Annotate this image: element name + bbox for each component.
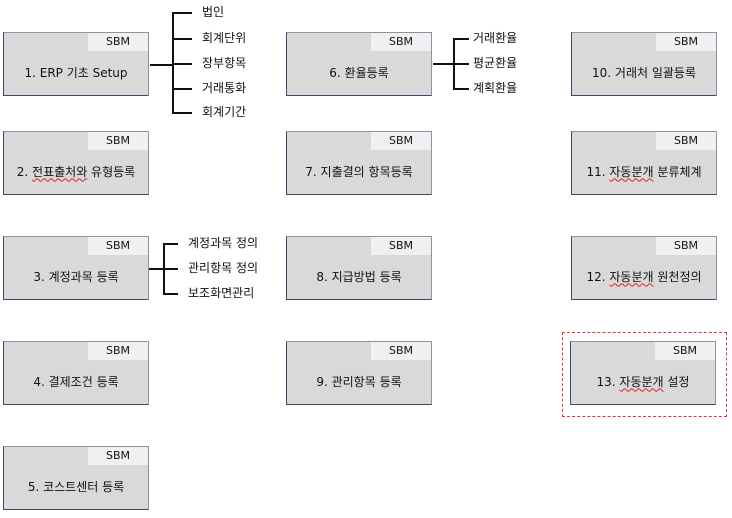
box-label: 7. 지출결의 항목등록 [305,164,413,179]
box-label: 3. 계정과목 등록 [33,269,119,284]
branch-item-erp: 법인 [202,5,225,19]
branch-item-account: 관리항목 정의 [188,261,259,275]
box-label: 5. 코스트센터 등록 [27,479,125,494]
connector [453,63,469,65]
connector [163,293,178,295]
connector [453,88,469,90]
box-cost-center[interactable]: SBM 5. 코스트센터 등록 [3,446,149,510]
box-account-register[interactable]: SBM 3. 계정과목 등록 [3,236,149,300]
box-auto-journal-setting[interactable]: SBM 13. 자동분개 설정 [570,341,716,405]
sbm-tag: SBM [371,237,431,255]
box-vendor-bulk[interactable]: SBM 10. 거래처 일괄등록 [571,32,717,96]
box-label: 11. 자동분개 분류체계 [586,164,702,179]
branch-item-account: 보조화면관리 [188,286,255,300]
sbm-tag: SBM [371,342,431,360]
box-label: 10. 거래처 일괄등록 [592,65,696,80]
box-auto-journal-class[interactable]: SBM 11. 자동분개 분류체계 [571,131,717,195]
box-label: 13. 자동분개 설정 [596,374,690,389]
sbm-tag: SBM [656,237,716,255]
connector [172,12,174,112]
box-settlement-items[interactable]: SBM 7. 지출결의 항목등록 [286,131,432,195]
branch-item-erp: 장부항목 [202,56,247,70]
connector [172,112,192,114]
connector [150,64,172,66]
sbm-tag: SBM [371,33,431,51]
branch-item-fx: 거래환율 [473,31,518,45]
sbm-tag: SBM [88,447,148,465]
box-exchange-rate[interactable]: SBM 6. 환율등록 [286,32,432,96]
connector [433,63,453,65]
box-label: 1. ERP 기초 Setup [24,65,128,80]
sbm-tag: SBM [371,132,431,150]
branch-item-fx: 평균환율 [473,56,518,70]
connector [453,38,469,40]
connector [148,268,163,270]
branch-item-account: 계정과목 정의 [188,236,259,250]
sbm-tag: SBM [88,33,148,51]
box-label: 6. 환율등록 [329,65,389,80]
connector [172,12,192,14]
box-label: 4. 결제조건 등록 [33,374,119,389]
box-auto-journal-source[interactable]: SBM 12. 자동분개 원천정의 [571,236,717,300]
sbm-tag: SBM [88,237,148,255]
sbm-tag: SBM [88,132,148,150]
box-label: 9. 관리항목 등록 [316,374,402,389]
sbm-tag: SBM [88,342,148,360]
box-voucher-source[interactable]: SBM 2. 전표출처와 유형등록 [3,131,149,195]
highlight-dashed-frame [562,332,727,417]
connector [163,268,178,270]
box-label: 8. 지급방법 등록 [316,269,402,284]
box-label: 2. 전표출처와 유형등록 [16,164,136,179]
box-erp-setup[interactable]: SBM 1. ERP 기초 Setup [3,32,149,96]
connector [172,38,192,40]
connector [163,243,178,245]
box-management-items[interactable]: SBM 9. 관리항목 등록 [286,341,432,405]
box-payment-method[interactable]: SBM 8. 지급방법 등록 [286,236,432,300]
box-label: 12. 자동분개 원천정의 [586,269,702,284]
sbm-tag: SBM [656,132,716,150]
branch-item-fx: 계획환율 [473,81,518,95]
connector [172,88,192,90]
branch-item-erp: 회계단위 [202,31,247,45]
sbm-tag: SBM [655,342,715,360]
connector [172,63,192,65]
branch-item-erp: 회계기간 [202,105,247,119]
branch-item-erp: 거래통화 [202,81,247,95]
sbm-tag: SBM [656,33,716,51]
box-payment-terms[interactable]: SBM 4. 결제조건 등록 [3,341,149,405]
